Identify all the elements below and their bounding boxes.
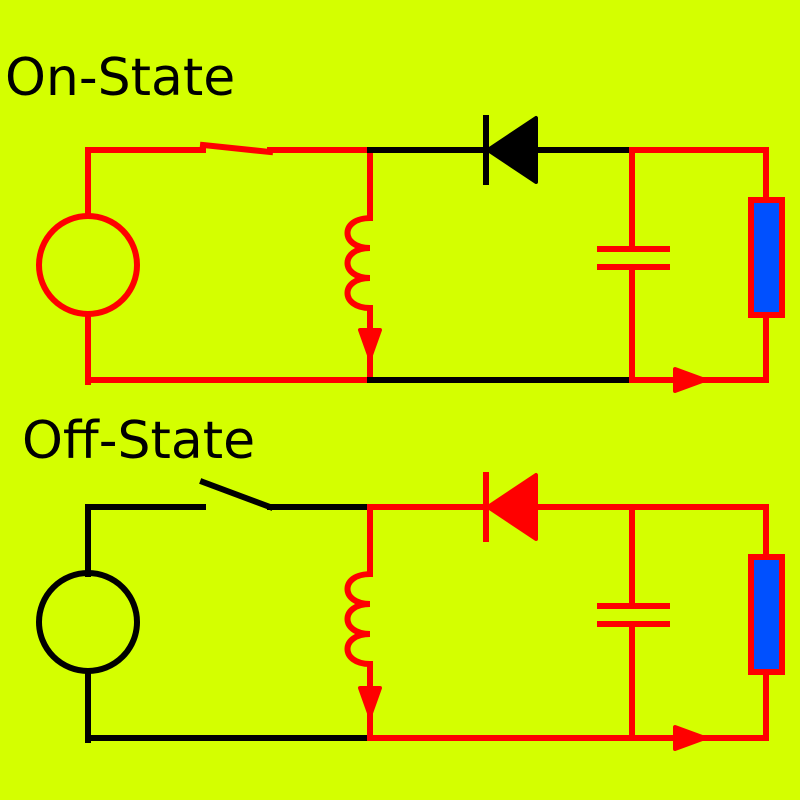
inductor-current-arrow	[358, 686, 382, 718]
load-resistor	[748, 197, 785, 318]
off-source	[36, 504, 140, 743]
on-switch	[85, 141, 373, 156]
diode-triangle	[486, 473, 538, 541]
output-current-arrow	[673, 367, 707, 393]
on-state-panel: On-State	[5, 48, 785, 393]
on-source	[36, 147, 140, 385]
output-current-arrow	[673, 725, 707, 751]
on-inductor	[344, 147, 382, 383]
inductor-coil	[344, 570, 374, 741]
switch-blade	[199, 141, 274, 156]
diode-triangle	[486, 116, 538, 184]
off-state-label: Off-State	[22, 411, 255, 471]
on-load	[748, 147, 785, 383]
off-diode-branch	[367, 472, 635, 542]
inductor-current-arrow	[358, 328, 382, 360]
off-switch	[85, 478, 373, 511]
load-resistor	[748, 554, 785, 675]
switch-blade	[199, 478, 274, 511]
off-output-loop	[629, 504, 769, 751]
on-capacitor	[597, 147, 670, 383]
off-inductor	[344, 504, 382, 741]
on-state-label: On-State	[5, 48, 235, 108]
off-state-panel: Off-State	[22, 411, 785, 751]
off-load	[748, 504, 785, 741]
on-output-loop	[629, 147, 769, 393]
off-capacitor	[597, 504, 670, 741]
on-diode-branch	[367, 115, 635, 185]
inductor-coil	[344, 214, 374, 383]
